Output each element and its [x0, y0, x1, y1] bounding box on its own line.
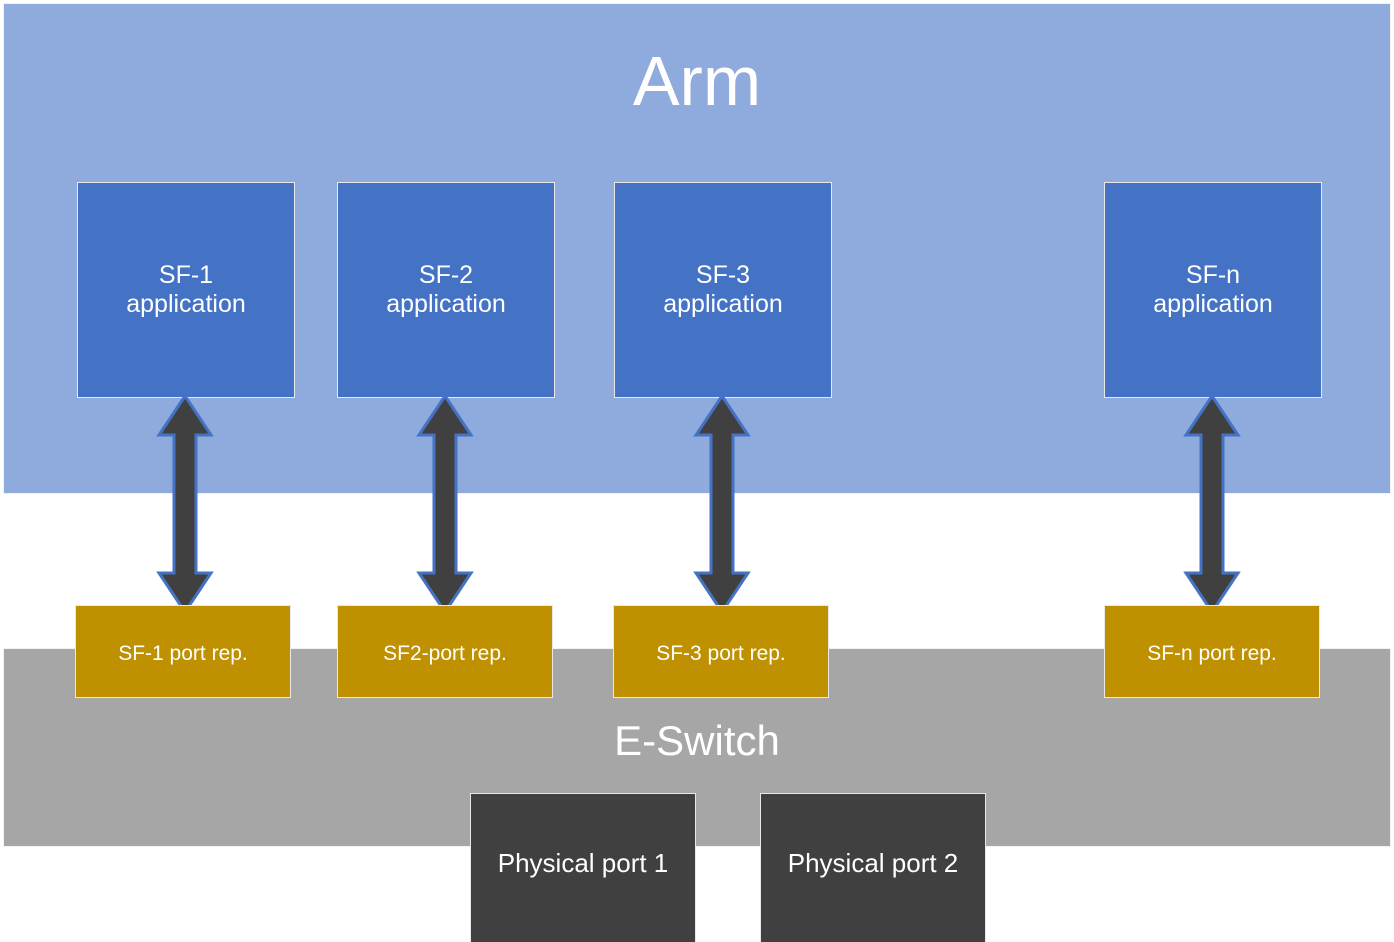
physical-port-box-2[interactable]: Physical port 2 — [760, 793, 986, 942]
port-rep-box-sf-2[interactable]: SF2-port rep. — [337, 605, 553, 698]
port-rep-box-sf-3[interactable]: SF-3 port rep. — [613, 605, 829, 698]
eswitch-band-title: E-Switch — [614, 717, 780, 764]
application-box-sf-1[interactable]: SF-1 application — [77, 182, 295, 398]
arm-band-title: Arm — [632, 42, 762, 120]
double-arrow-icon-sf-1 — [154, 393, 216, 615]
double-arrow-icon-sf-2 — [414, 393, 476, 615]
double-arrow-icon-sf-n — [1181, 393, 1243, 615]
application-box-sf-3[interactable]: SF-3 application — [614, 182, 832, 398]
port-rep-box-sf-1[interactable]: SF-1 port rep. — [75, 605, 291, 698]
double-arrow-icon-sf-3 — [691, 393, 753, 615]
application-box-sf-n[interactable]: SF-n application — [1104, 182, 1322, 398]
port-rep-box-sf-n[interactable]: SF-n port rep. — [1104, 605, 1320, 698]
application-box-sf-2[interactable]: SF-2 application — [337, 182, 555, 398]
physical-port-box-1[interactable]: Physical port 1 — [470, 793, 696, 942]
